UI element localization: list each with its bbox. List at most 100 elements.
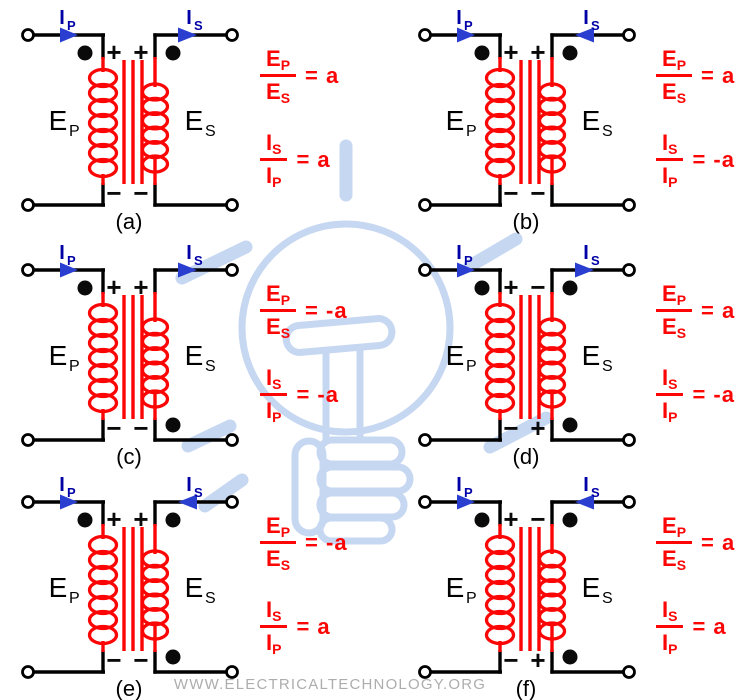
- primary-coil-turn: [87, 67, 119, 89]
- primary-current-subscript: P: [464, 485, 473, 500]
- primary-coil-turn: [484, 347, 516, 369]
- terminal: [225, 263, 239, 277]
- polarity-sign-secondary-bottom: −: [133, 645, 148, 675]
- secondary-voltage-label: E: [185, 340, 204, 371]
- polarity-sign-secondary-bottom: −: [133, 178, 148, 208]
- secondary-current-arrow-icon: [575, 27, 594, 43]
- polarity-dot-secondary-bottom: [562, 649, 578, 665]
- polarity-dot-secondary-top: [562, 45, 578, 61]
- numerator: IS: [260, 599, 288, 628]
- denominator-main: I: [266, 630, 273, 655]
- numerator: EP: [260, 513, 297, 544]
- numerator: IS: [260, 130, 288, 161]
- numerator: IS: [260, 367, 288, 396]
- terminal: [622, 665, 636, 679]
- numerator: EP: [656, 513, 693, 544]
- primary-coil-turn: [87, 362, 119, 384]
- denominator: IP: [266, 161, 281, 190]
- polarity-sign-secondary-top: +: [530, 37, 545, 67]
- denominator: ES: [266, 77, 290, 106]
- secondary-voltage-label: E: [582, 105, 601, 136]
- primary-voltage-subscript: P: [69, 590, 80, 607]
- terminal: [21, 495, 35, 509]
- numerator: IS: [656, 367, 684, 396]
- primary-current-arrow-icon: [60, 262, 78, 278]
- polarity-sign-secondary-bottom: −: [530, 178, 545, 208]
- secondary-voltage-label: E: [582, 340, 601, 371]
- denominator: IP: [662, 396, 677, 425]
- primary-coil-turn: [484, 594, 516, 616]
- polarity-sign-secondary-bottom: +: [530, 645, 545, 675]
- numerator-main: E: [266, 513, 281, 538]
- fist-finger-icon: [316, 463, 414, 495]
- numerator-main: E: [662, 513, 677, 538]
- fraction: EP ES: [260, 46, 297, 106]
- denominator: ES: [662, 77, 686, 106]
- polarity-sign-primary-top: +: [106, 272, 121, 302]
- secondary-voltage-subscript: S: [205, 590, 216, 607]
- numerator-subscript: P: [280, 57, 291, 73]
- fist-finger-icon: [316, 436, 406, 468]
- denominator-subscript: S: [280, 325, 291, 341]
- polarity-sign-secondary-bottom: −: [133, 413, 148, 443]
- primary-coil-turn: [87, 157, 119, 179]
- primary-current-subscript: P: [67, 18, 76, 33]
- polarity-sign-primary-bottom: −: [503, 413, 518, 443]
- primary-voltage-subscript: P: [69, 123, 80, 140]
- primary-coil-turn: [484, 362, 516, 384]
- primary-coil-turn: [87, 564, 119, 586]
- polarity-dot-secondary-bottom: [165, 649, 181, 665]
- polarity-sign-primary-bottom: −: [503, 645, 518, 675]
- fist-finger-icon: [316, 489, 408, 521]
- terminal: [418, 198, 432, 212]
- light-ray-icon: [483, 411, 553, 454]
- primary-coil-turn: [87, 302, 119, 324]
- terminal: [418, 495, 432, 509]
- numerator-main: I: [266, 130, 273, 155]
- primary-current-label: I: [456, 7, 462, 29]
- numerator-main: E: [266, 281, 281, 306]
- polarity-sign-primary-bottom: −: [106, 178, 121, 208]
- primary-coil-turn: [87, 594, 119, 616]
- equation-result: = -a: [692, 146, 735, 172]
- equation-result: = a: [701, 529, 736, 555]
- primary-coil-turn: [484, 142, 516, 164]
- bulb-filament-icon: [282, 315, 396, 356]
- polarity-sign-primary-top: +: [106, 504, 121, 534]
- polarity-sign-primary-top: +: [106, 37, 121, 67]
- primary-current-subscript: P: [67, 485, 76, 500]
- circuit-caption: (f): [516, 676, 537, 700]
- primary-voltage-label: E: [49, 340, 68, 371]
- primary-coil-turn: [87, 347, 119, 369]
- primary-current-subscript: P: [67, 253, 76, 268]
- primary-current-label: I: [59, 474, 65, 496]
- secondary-voltage-subscript: S: [602, 358, 613, 375]
- primary-current-arrow-icon: [60, 27, 78, 43]
- secondary-current-label: I: [186, 7, 192, 29]
- secondary-voltage-subscript: S: [602, 590, 613, 607]
- terminal: [622, 198, 636, 212]
- denominator-main: I: [266, 398, 273, 423]
- primary-voltage-subscript: P: [466, 358, 477, 375]
- numerator-main: E: [266, 46, 281, 71]
- denominator-main: E: [266, 79, 281, 104]
- secondary-voltage-subscript: S: [602, 123, 613, 140]
- circuit-caption: (d): [513, 444, 540, 469]
- primary-voltage-label: E: [446, 105, 465, 136]
- terminal: [225, 433, 239, 447]
- secondary-voltage-subscript: S: [205, 358, 216, 375]
- secondary-coil-turn: [140, 154, 170, 174]
- polarity-dot-secondary-bottom: [562, 417, 578, 433]
- denominator-subscript: P: [668, 174, 678, 190]
- secondary-current-label: I: [186, 474, 192, 496]
- denominator: ES: [266, 544, 290, 573]
- secondary-coil-turn: [537, 621, 567, 641]
- polarity-dot-primary-top: [474, 512, 490, 528]
